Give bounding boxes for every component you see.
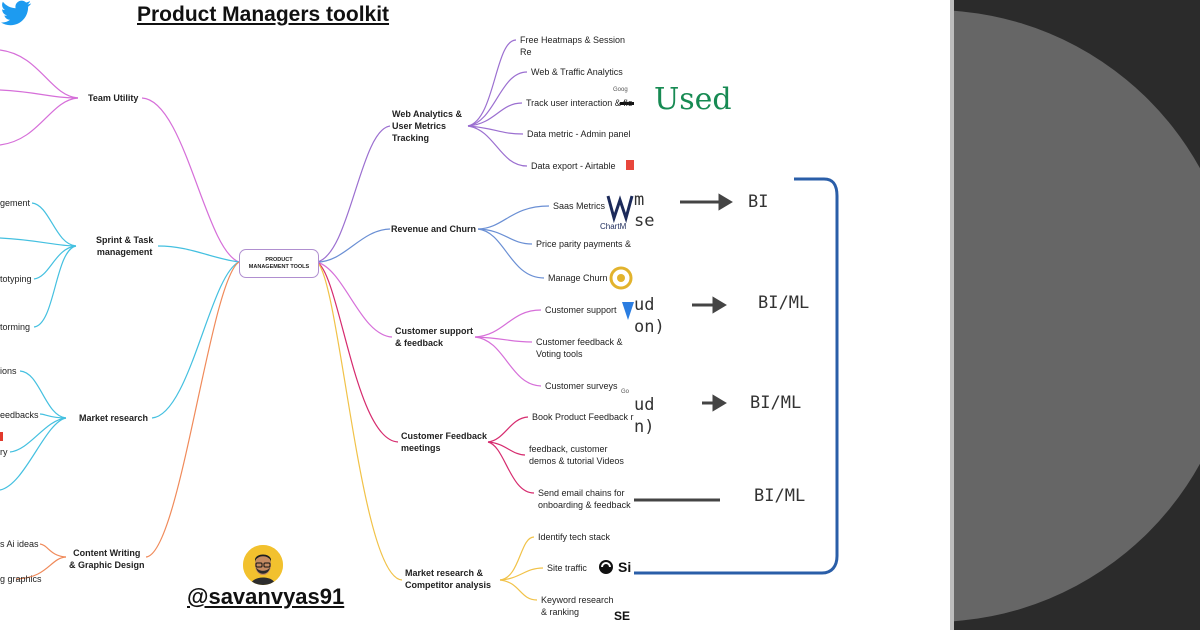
leaf-surveys: Customer surveys xyxy=(545,381,618,391)
leaf-demos: feedback, customer demos & tutorial Vide… xyxy=(529,444,624,466)
hub-support: Customer support & feedback xyxy=(395,326,474,348)
admin-logo-fragment xyxy=(620,102,634,105)
mindmap-image: Product Managers toolkit PRODUCT MANAGEM… xyxy=(0,0,634,623)
whiteboard-drawing xyxy=(634,177,839,575)
hub-market-research: Market research xyxy=(79,413,149,423)
page-title: Product Managers toolkit xyxy=(137,3,390,26)
mindmap-branches xyxy=(0,39,634,601)
dark-background-panel xyxy=(954,0,1200,630)
row1-right-text: BI xyxy=(748,192,769,212)
row2-right-text: BI/ML xyxy=(758,293,810,313)
leaf-keywords: Keyword research & ranking xyxy=(541,595,614,617)
leaf-airtable: Data export - Airtable xyxy=(531,161,616,171)
hub-meetings: Customer Feedback meetings xyxy=(401,431,488,453)
leaf-l7: s Ai ideas xyxy=(0,539,39,549)
leaf-l6: ry xyxy=(0,447,8,457)
leaf-churn: Manage Churn xyxy=(548,273,608,283)
red-mark-fragment xyxy=(0,432,3,441)
leaf-voting: Customer feedback & Voting tools xyxy=(536,337,623,359)
hub-revenue: Revenue and Churn xyxy=(391,224,477,234)
whiteboard-image: Used m se BI ud on) BI/ML ud n) BI/ML BI… xyxy=(634,0,950,630)
leaf-traffic: Web & Traffic Analytics xyxy=(531,67,623,77)
twitter-handle[interactable]: @savanvyas91 xyxy=(187,584,345,609)
hub-content: Content Writing & Graphic Design xyxy=(69,548,145,570)
row3-right-text: BI/ML xyxy=(750,393,802,413)
center-node: PRODUCT MANAGEMENT TOOLS xyxy=(239,249,319,278)
leaf-parity: Price parity payments & xyxy=(536,239,632,249)
leaf-l5: eedbacks xyxy=(0,410,39,420)
chartmogul-logo-icon xyxy=(606,195,634,224)
leaf-heatmaps: Free Heatmaps & Session Re xyxy=(520,35,626,57)
leaf-l8: g graphics xyxy=(0,574,42,584)
row1-left-text: m se xyxy=(634,190,655,231)
hub-team-utility: Team Utility xyxy=(88,93,139,103)
google-logo-text: Goog xyxy=(613,87,628,93)
leaf-interaction: Track user interaction & flo xyxy=(526,98,633,108)
frame-divider xyxy=(950,0,954,630)
hub-sprint: Sprint & Task management xyxy=(96,235,154,257)
row2-left-text: ud on) xyxy=(634,295,665,337)
row4-right-text: BI/ML xyxy=(754,486,806,506)
google-logo-text-2: Go xyxy=(621,389,630,395)
decorative-circle xyxy=(954,10,1200,622)
leaf-l3: torming xyxy=(0,322,31,332)
leaf-customer-support: Customer support xyxy=(545,305,617,315)
hub-competitor: Market research & Competitor analysis xyxy=(405,568,492,590)
chartmogul-logo-text: ChartM xyxy=(600,222,627,231)
hub-web-analytics: Web Analytics & User Metrics Tracking xyxy=(392,109,463,143)
churn-logo-icon xyxy=(609,266,633,290)
leaf-l2: totyping xyxy=(0,274,32,284)
leaf-l4: ions xyxy=(0,366,17,376)
support-logo-fragment xyxy=(622,302,634,320)
leaf-site-traffic: Site traffic xyxy=(547,563,587,573)
airtable-logo-fragment xyxy=(626,160,634,170)
leaf-emails: Send email chains for onboarding & feedb… xyxy=(538,488,631,510)
semrush-logo-text: SE xyxy=(614,609,631,623)
avatar xyxy=(243,545,283,585)
leaf-book: Book Product Feedback r xyxy=(532,412,634,422)
leaf-admin: Data metric - Admin panel xyxy=(527,129,631,139)
similarweb-logo-text: Si xyxy=(618,559,632,575)
leaf-l1: gement xyxy=(0,198,31,208)
used-heading: Used xyxy=(654,82,732,117)
row3-left-text: ud n) xyxy=(634,395,655,437)
leaf-tech: Identify tech stack xyxy=(538,532,611,542)
leaf-saas: Saas Metrics xyxy=(553,201,606,211)
twitter-icon xyxy=(0,0,32,26)
